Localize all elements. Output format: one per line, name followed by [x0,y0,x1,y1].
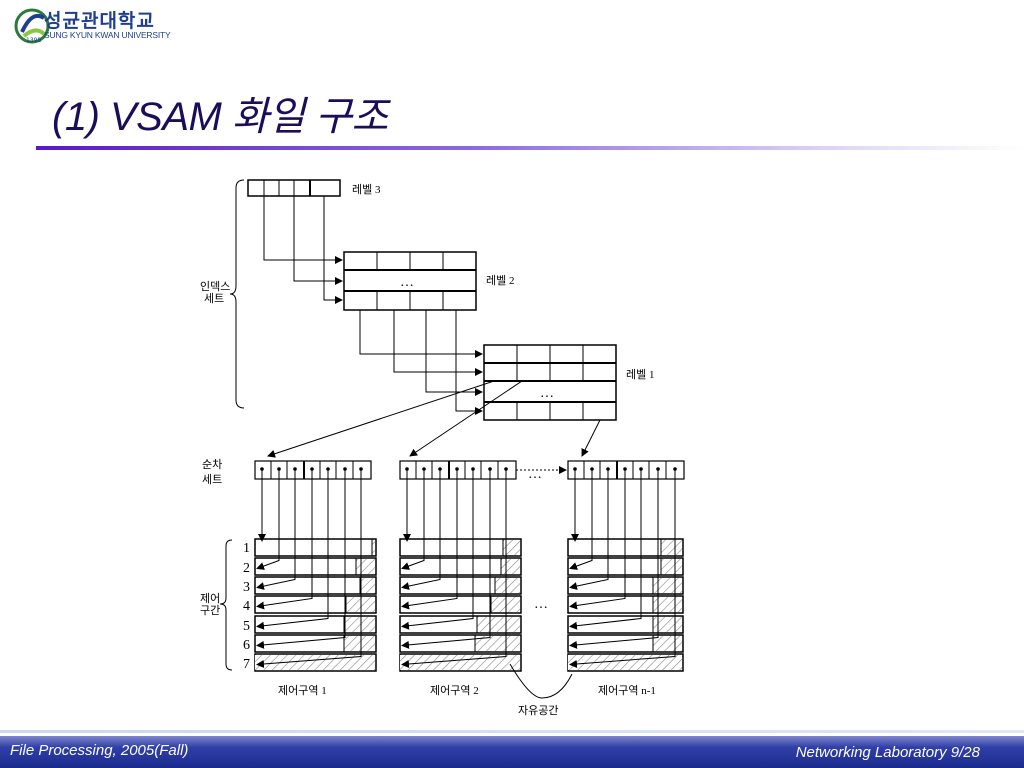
seqset-to-record-pointer [569,470,642,630]
seqset-to-record-pointer [256,470,296,590]
control-row [254,576,377,595]
row-number-5: 5 [243,619,250,634]
seqset-to-record-pointer [401,470,458,610]
logo-emblem-icon: 1398 [14,8,50,44]
free-space-area [503,540,520,555]
control-area-label-1: 제어구역 1 [278,684,327,697]
control-area-ellipsis: … [534,597,548,612]
row-number-7: 7 [243,657,250,672]
control-interval-label-1: 제어 [200,592,220,605]
seqset-to-record-pointer [401,470,491,649]
seqset-to-record-pointer [401,470,425,570]
free-space-area [400,655,520,670]
seq-set-label-1: 순차 [202,458,222,471]
seqset-to-record-pointer [256,470,313,610]
seqset-to-record-pointer [401,470,441,590]
index-set-brace [229,179,245,409]
footer-divider [0,730,1024,733]
control-areas [254,470,684,672]
control-row [399,538,522,557]
row-number-1: 1 [243,541,250,556]
vsam-diagram: 인덱스 세트 레벨 3 … 레벨 2 … 레벨 [200,179,685,717]
seqset-to-record-pointer [401,470,474,630]
free-space-label: 자유공간 [518,704,558,717]
logo-korean-text: 성균관대학교 [44,10,155,32]
seq-set-block-2 [399,460,517,480]
free-space-area [501,559,520,574]
free-space-area [653,636,682,651]
row-number-2: 2 [243,561,250,576]
control-row [399,557,522,576]
level1-to-seqset-pointers [267,380,601,458]
free-space-area [344,617,375,632]
free-space-area [475,636,520,651]
level3-node [247,179,341,197]
level1-label: 레벨 1 [626,368,655,381]
seqset-to-record-pointer [569,470,676,668]
control-interval-brace [219,539,233,671]
level2-ellipsis: … [400,275,414,290]
free-space-area [255,655,375,670]
row-number-3: 3 [243,580,250,595]
seqset-to-record-pointer [401,470,507,668]
row-number-4: 4 [243,599,250,614]
seqset-to-record-pointer [569,470,593,570]
control-row [254,538,377,557]
level1-node [483,344,617,421]
control-row [254,557,377,576]
row-numbers: 1 2 3 4 5 6 7 [243,541,250,672]
level2-to-level1-pointers [359,310,483,415]
free-space-area [344,636,375,651]
free-space-area [356,559,375,574]
seqset-to-record-pointer [569,470,626,610]
level3-label: 레벨 3 [352,183,381,196]
control-area-label-n: 제어구역 n-1 [598,684,656,697]
seq-set-ellipsis: … [528,467,542,482]
footer-bar [0,736,1024,768]
level2-label: 레벨 2 [486,274,515,287]
control-interval-label-2: 구간 [200,604,220,617]
level3-to-level2-pointers [263,196,343,304]
seqset-to-record-pointer [256,470,280,570]
free-space-area [372,540,375,555]
free-space-area [661,540,682,555]
footer-lab-page: Networking Laboratory 9/28 [795,744,980,761]
seqset-to-record-pointer [256,470,362,668]
free-space-area [360,578,375,593]
control-area-label-2: 제어구역 2 [430,684,479,697]
seqset-to-record-pointer [569,470,609,590]
logo-english-text: SUNG KYUN KWAN UNIVERSITY [44,30,171,40]
seqset-to-record-pointer [256,470,346,649]
free-space-callout [509,663,573,699]
seqset-to-record-pointer [569,470,659,649]
seq-set-block-n [567,460,685,480]
free-space-area [653,617,682,632]
row-number-6: 6 [243,638,250,653]
footer-course: File Processing, 2005(Fall) [10,742,189,759]
index-set-label-1: 인덱스 [200,280,230,293]
free-space-area [477,617,520,632]
logo-year: 1398 [26,37,41,44]
free-space-area [653,578,682,593]
level2-node [343,251,477,311]
level1-ellipsis: … [540,386,554,401]
title-underline [36,146,1024,150]
slide-title: (1) VSAM 화일 구조 [52,95,388,139]
index-set-label-2: 세트 [204,292,224,305]
free-space-area [661,559,682,574]
seq-set-label-2: 세트 [202,473,222,486]
university-logo: 1398 [14,6,174,46]
free-space-area [653,597,682,612]
free-space-area [495,578,520,593]
free-space-area [568,655,682,670]
seqset-to-record-pointer [256,470,329,630]
seq-set-block-1 [254,460,372,480]
